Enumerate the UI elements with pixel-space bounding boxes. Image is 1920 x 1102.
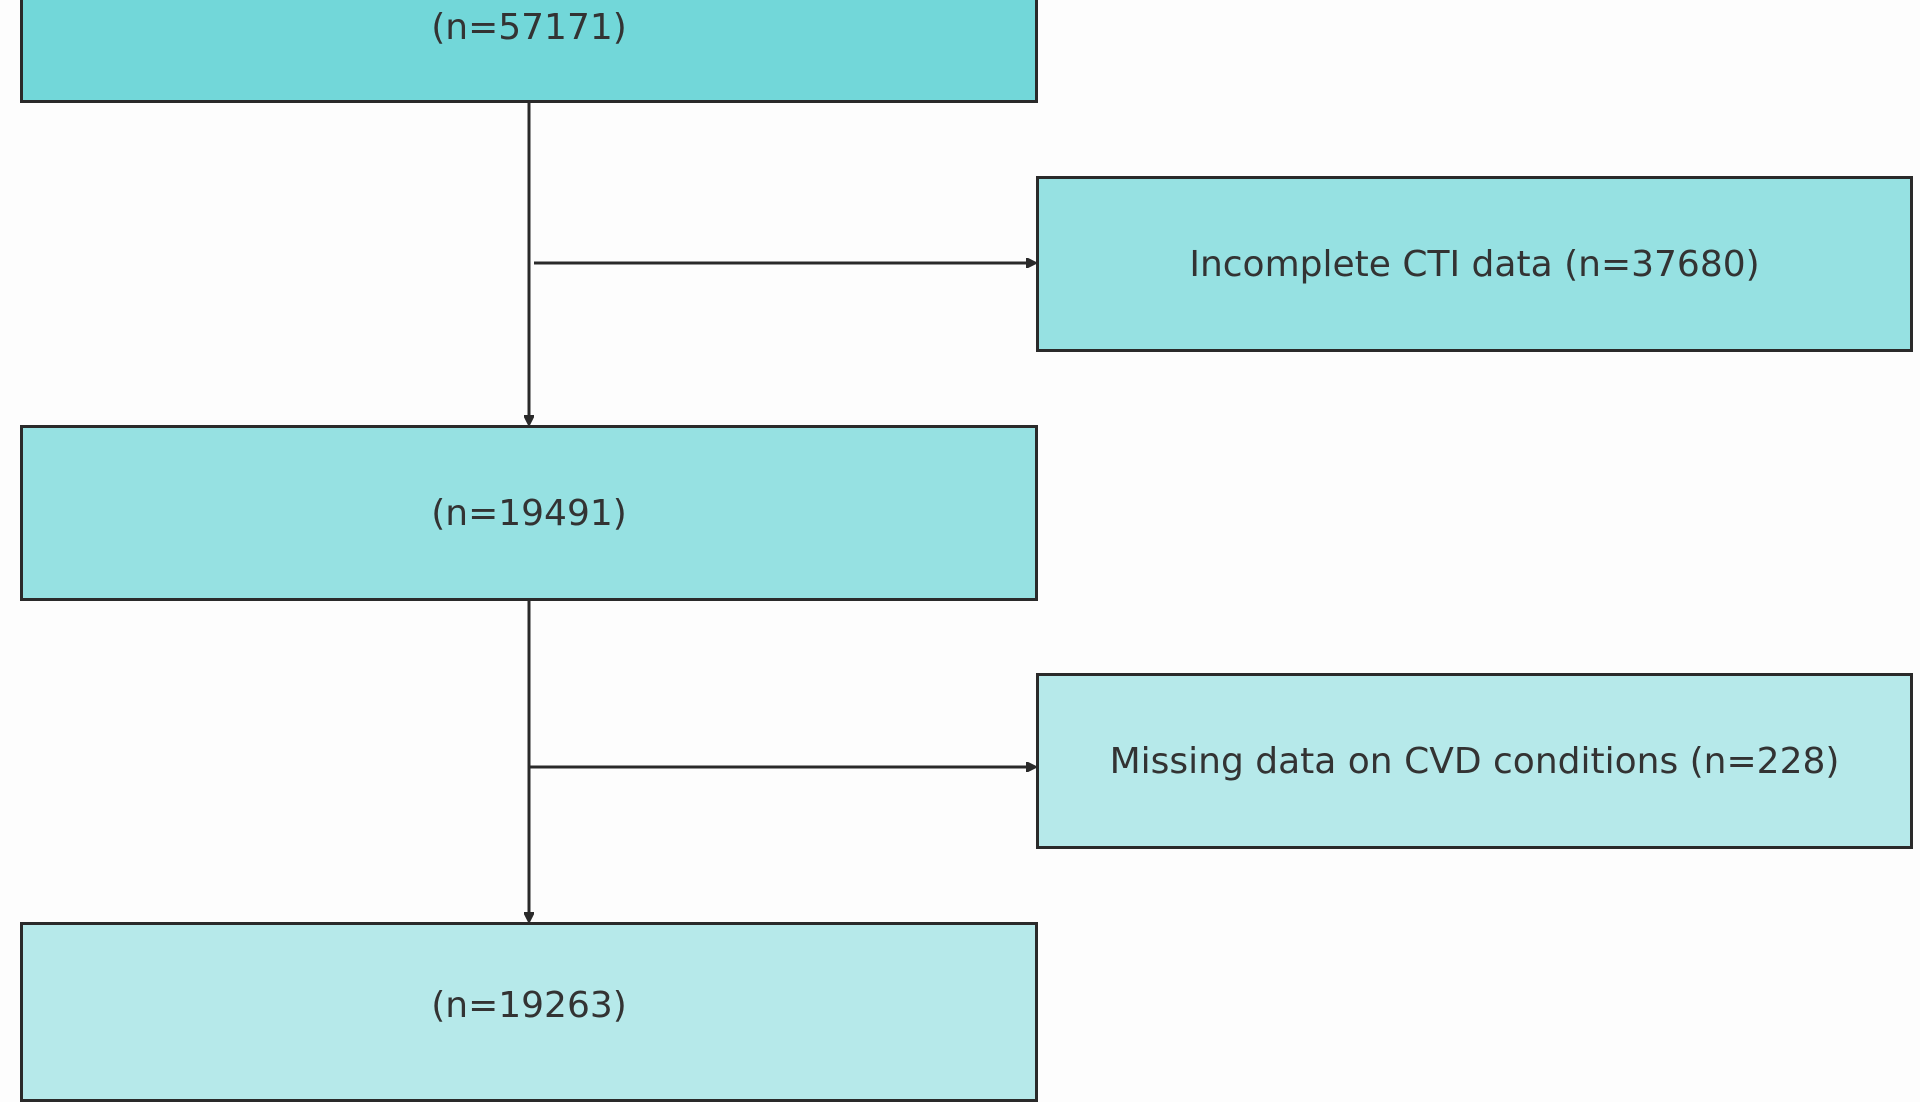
node-top: (n=57171) [20,0,1038,103]
node-top-label: (n=57171) [431,7,627,48]
node-middle: (n=19491) [20,425,1038,601]
node-exclusion2-label: Missing data on CVD conditions (n=228) [1109,740,1840,782]
node-exclusion2: Missing data on CVD conditions (n=228) [1036,673,1913,849]
node-bottom-label: (n=19263) [431,985,627,1026]
node-middle-label: (n=19491) [431,492,627,534]
connector-arrows [0,102,1920,1024]
node-exclusion1-label: Incomplete CTI data (n=37680) [1189,243,1760,285]
node-exclusion1: Incomplete CTI data (n=37680) [1036,176,1913,352]
node-bottom: (n=19263) [20,922,1038,1102]
